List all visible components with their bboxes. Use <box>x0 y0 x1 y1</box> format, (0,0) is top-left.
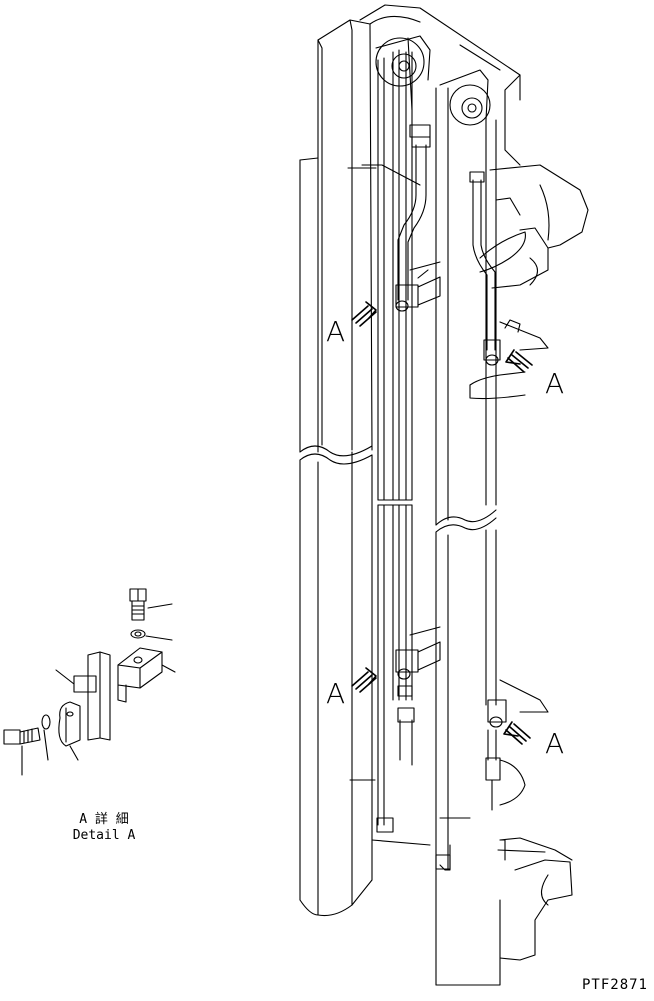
callout-arrow-2 <box>506 350 532 372</box>
callout-label-a-lower-left: A <box>326 677 346 710</box>
left-hose-group-upper <box>378 50 412 500</box>
mast-top-header <box>360 5 520 165</box>
detail-bolt-bottom <box>4 728 40 775</box>
drawing-code: PTF2871 <box>581 977 648 993</box>
callout-label-a-upper-right: A <box>545 367 565 400</box>
detail-bolt-top <box>130 589 172 620</box>
detail-bracket <box>118 648 175 702</box>
detail-a-label-jp: A 詳 細 <box>79 812 129 827</box>
callout-label-a-lower-right: A <box>545 727 565 760</box>
leader-lines-mast <box>348 165 470 818</box>
clamp-block-upper-left <box>396 262 440 311</box>
detail-channel <box>56 652 110 740</box>
outer-mast-lower <box>300 452 430 916</box>
clamp-block-upper-right <box>470 320 548 399</box>
left-hose-group-lower <box>377 505 414 832</box>
inner-mast-upper <box>436 88 496 525</box>
detail-washer-top <box>131 630 172 640</box>
clamp-block-lower-left <box>396 627 440 696</box>
callout-arrow-1 <box>352 302 376 326</box>
callout-arrow-4 <box>504 722 530 744</box>
inner-mast-lower <box>436 518 505 985</box>
detail-a-caption: A 詳 細 Detail A <box>54 812 154 844</box>
detail-washer-bottom <box>42 715 50 760</box>
right-sheave <box>440 70 490 125</box>
callout-arrow-3 <box>352 668 376 692</box>
left-curved-tube <box>398 125 430 300</box>
left-sheave <box>376 36 430 110</box>
right-bracket <box>490 165 588 288</box>
right-hose-upper <box>470 172 525 350</box>
detail-clamp <box>59 702 80 760</box>
callout-label-a-upper-left: A <box>326 315 346 348</box>
detail-a-label-en: Detail A <box>72 828 136 843</box>
right-hose-lower <box>486 680 548 810</box>
carriage-plate <box>436 838 572 960</box>
outer-mast-upper <box>300 20 372 456</box>
